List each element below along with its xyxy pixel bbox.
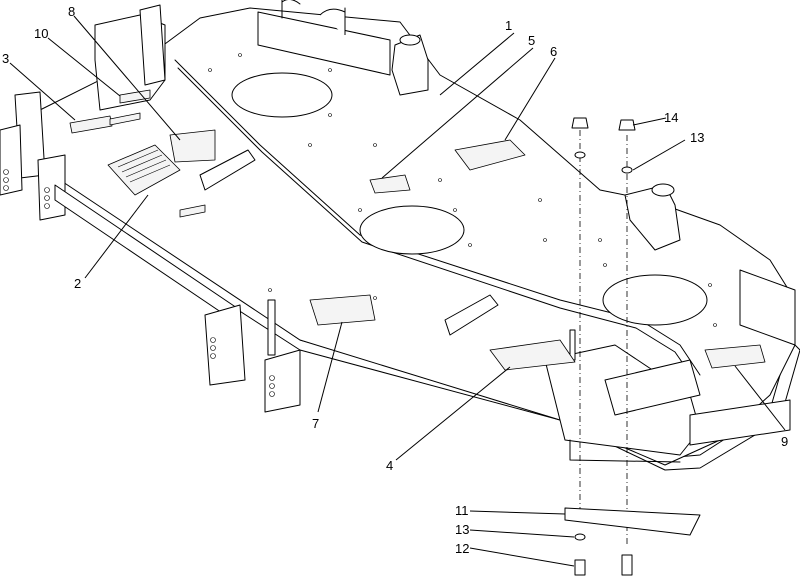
callout-1: 1 [505,18,512,33]
decal-3 [69,115,113,134]
washer-13-bottom [574,533,586,541]
decal-8 [169,129,216,163]
nut-14 [618,119,636,131]
deck-holes [208,53,717,327]
callout-11: 11 [455,503,469,518]
callout-13-bottom: 13 [455,522,469,537]
callout-5: 5 [528,33,535,48]
decals [69,89,766,371]
callout-14: 14 [664,110,678,125]
callout-4: 4 [386,458,393,473]
exploded-hardware [564,117,701,576]
left-spindle-hole [231,72,333,118]
callout-10: 10 [34,26,48,41]
callout-9: 9 [781,434,788,449]
callout-2: 2 [74,276,81,291]
callout-8: 8 [68,4,75,19]
decal-4 [489,339,576,371]
rear-baffle [257,0,391,76]
right-side-panel [739,269,796,346]
right-spindle-hole [602,274,708,326]
callout-6: 6 [550,44,557,59]
washer-13-top [621,166,633,174]
front-left-brackets [0,4,166,221]
discharge-chute [544,329,791,463]
front-bottom-brackets [204,299,301,413]
decal-6 [454,139,526,171]
rear-lift-towers [391,34,681,251]
bracket-holes [3,169,50,209]
center-spindle-hole [359,205,465,255]
callout-3: 3 [2,51,9,66]
leader-lines [9,15,786,567]
blade-11 [564,507,701,536]
bolt-right [621,554,633,576]
nut-left-top [571,117,589,129]
decal-7 [309,294,376,326]
spindle-openings [231,72,708,326]
decal-9 [704,344,766,369]
callout-13-top: 13 [690,130,704,145]
washer-left-top [574,151,586,159]
callout-12: 12 [455,541,469,556]
decal-10 [119,89,151,104]
bolt-12 [574,559,586,576]
gussets [199,149,499,336]
callout-labels: 1 5 6 8 10 3 2 14 13 7 4 9 11 13 12 [2,4,788,556]
decal-2-warning [107,144,181,196]
decal-5 [369,174,411,194]
callout-7: 7 [312,416,319,431]
